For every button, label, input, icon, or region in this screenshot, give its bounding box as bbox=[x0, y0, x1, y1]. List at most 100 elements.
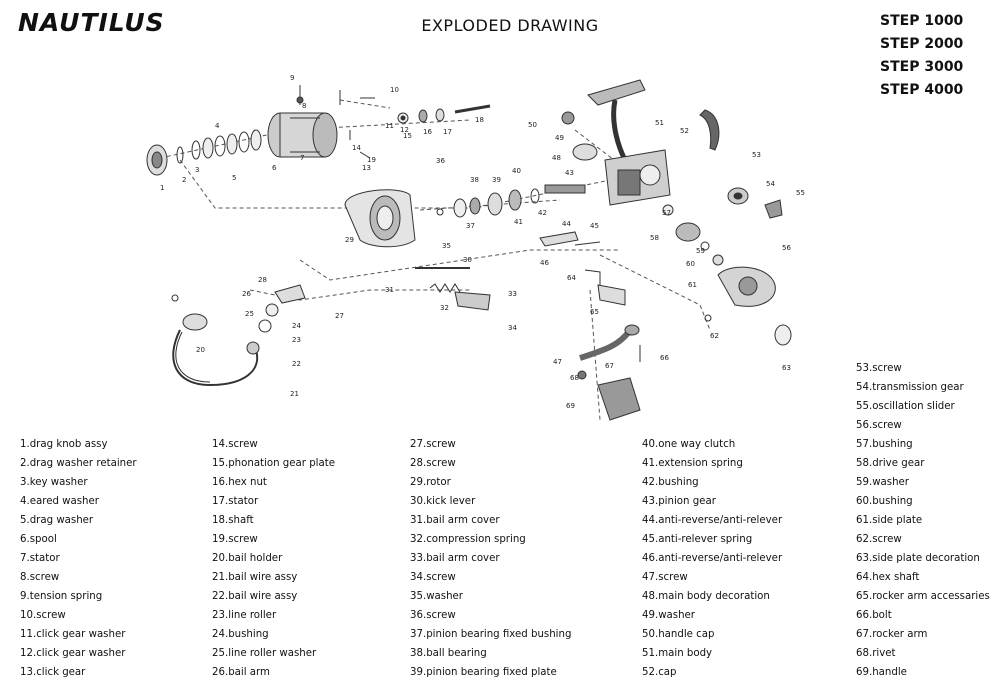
parts-list-column-5: 53.screw 54.transmission gear 55.oscilla… bbox=[856, 359, 990, 682]
parts-list-item: 1.drag knob assy bbox=[20, 439, 108, 450]
parts-list-item: 58.drive gear bbox=[856, 458, 925, 469]
parts-list-item: 27.screw bbox=[410, 439, 456, 450]
parts-list-item: 52.cap bbox=[642, 667, 677, 678]
part-callout-25: 25 bbox=[245, 310, 254, 318]
part-callout-19: 19 bbox=[367, 156, 376, 164]
spool bbox=[267, 112, 338, 158]
parts-list-item: 23.line roller bbox=[212, 610, 277, 621]
parts-list-item: 16.hex nut bbox=[212, 477, 267, 488]
assembly-guide-lines bbox=[159, 99, 711, 421]
drag-knob-assy bbox=[146, 144, 184, 176]
part-callout-30: 30 bbox=[463, 256, 472, 264]
parts-list-item: 19.screw bbox=[212, 534, 258, 545]
side-plate bbox=[704, 266, 792, 346]
part-callout-26: 26 bbox=[242, 290, 251, 298]
parts-list-item: 57.bushing bbox=[856, 439, 913, 450]
model-list: STEP 1000 STEP 2000 STEP 3000 STEP 4000 bbox=[880, 10, 963, 102]
rotor bbox=[344, 189, 416, 248]
part-callout-42: 42 bbox=[538, 209, 547, 217]
parts-list-item: 63.side plate decoration bbox=[856, 553, 980, 564]
bail-wire bbox=[172, 313, 260, 387]
part-callout-61: 61 bbox=[688, 281, 697, 289]
part-callout-40: 40 bbox=[512, 167, 521, 175]
spool-small-parts bbox=[296, 85, 491, 159]
part-callout-60: 60 bbox=[686, 260, 695, 268]
model-name: STEP 2000 bbox=[880, 36, 964, 52]
handle bbox=[577, 269, 641, 421]
parts-list-item: 6.spool bbox=[20, 534, 57, 545]
parts-list-item: 41.extension spring bbox=[642, 458, 743, 469]
part-callout-44: 44 bbox=[562, 220, 571, 228]
parts-list-item: 10.screw bbox=[20, 610, 66, 621]
part-callout-32: 32 bbox=[440, 304, 449, 312]
part-callout-48: 48 bbox=[552, 154, 561, 162]
part-callout-56: 56 bbox=[782, 244, 791, 252]
parts-list-item: 60.bushing bbox=[856, 496, 913, 507]
parts-list-item: 20.bail holder bbox=[212, 553, 283, 564]
pinion-assembly bbox=[436, 184, 586, 218]
part-callout-67: 67 bbox=[605, 362, 614, 370]
parts-list-column-1: 1.drag knob assy 2.drag washer retainer … bbox=[20, 435, 137, 682]
part-callout-55: 55 bbox=[796, 189, 805, 197]
parts-list-item: 31.bail arm cover bbox=[410, 515, 500, 526]
parts-list-item: 54.transmission gear bbox=[856, 382, 964, 393]
part-callout-54: 54 bbox=[766, 180, 775, 188]
exploded-drawing: 1234567891011121314151617181920212223242… bbox=[146, 74, 805, 421]
part-callout-46: 46 bbox=[540, 259, 549, 267]
part-callout-5: 5 bbox=[232, 174, 236, 182]
brand-logo: NAUTILUS bbox=[18, 8, 165, 37]
parts-list-item: 36.screw bbox=[410, 610, 456, 621]
part-callout-57: 57 bbox=[662, 209, 671, 217]
part-callout-35: 35 bbox=[442, 242, 451, 250]
parts-list-item: 53.screw bbox=[856, 363, 902, 374]
part-callout-24: 24 bbox=[292, 322, 301, 330]
parts-list-item: 4.eared washer bbox=[20, 496, 99, 507]
parts-list-item: 18.shaft bbox=[212, 515, 254, 526]
part-callout-21: 21 bbox=[290, 390, 299, 398]
parts-list-item: 64.hex shaft bbox=[856, 572, 920, 583]
parts-list-item: 49.washer bbox=[642, 610, 695, 621]
part-callout-37: 37 bbox=[466, 222, 475, 230]
part-callout-11: 11 bbox=[385, 122, 394, 130]
parts-list-item: 17.stator bbox=[212, 496, 259, 507]
parts-list-item: 22.bail wire assy bbox=[212, 591, 298, 602]
parts-list-item: 25.line roller washer bbox=[212, 648, 317, 659]
parts-list-item: 55.oscillation slider bbox=[856, 401, 955, 412]
parts-list-column-3: 27.screw 28.screw 29.rotor 30.kick lever… bbox=[410, 435, 571, 682]
part-callout-64: 64 bbox=[567, 274, 576, 282]
model-name: STEP 3000 bbox=[880, 59, 964, 75]
part-callout-49: 49 bbox=[555, 134, 564, 142]
parts-list-item: 67.rocker arm bbox=[856, 629, 928, 640]
part-callout-41: 41 bbox=[514, 218, 523, 226]
part-callout-39: 39 bbox=[492, 176, 501, 184]
part-callout-14: 14 bbox=[352, 144, 361, 152]
part-callout-31: 31 bbox=[385, 286, 394, 294]
part-callout-15: 15 bbox=[403, 132, 412, 140]
part-callout-4: 4 bbox=[215, 122, 220, 130]
parts-list-item: 28.screw bbox=[410, 458, 456, 469]
parts-list-item: 61.side plate bbox=[856, 515, 923, 526]
part-callout-13: 13 bbox=[362, 164, 371, 172]
part-callout-28: 28 bbox=[258, 276, 267, 284]
parts-list-item: 26.bail arm bbox=[212, 667, 270, 678]
parts-list-item: 33.bail arm cover bbox=[410, 553, 500, 564]
part-callout-34: 34 bbox=[508, 324, 517, 332]
parts-list-item: 65.rocker arm accessaries bbox=[856, 591, 990, 602]
part-callout-9: 9 bbox=[290, 74, 294, 82]
part-callout-50: 50 bbox=[528, 121, 537, 129]
parts-list-item: 29.rotor bbox=[410, 477, 451, 488]
part-callout-17: 17 bbox=[443, 128, 452, 136]
part-callout-33: 33 bbox=[508, 290, 517, 298]
parts-list-item: 44.anti-reverse/anti-relever bbox=[642, 515, 783, 526]
drag-washer-stack bbox=[191, 129, 262, 160]
parts-list-item: 7.stator bbox=[20, 553, 60, 564]
part-callout-23: 23 bbox=[292, 336, 301, 344]
parts-list-item: 35.washer bbox=[410, 591, 463, 602]
parts-list-item: 50.handle cap bbox=[642, 629, 715, 640]
parts-list-item: 30.kick lever bbox=[410, 496, 476, 507]
part-callout-10: 10 bbox=[390, 86, 399, 94]
main-body bbox=[561, 79, 720, 206]
parts-list-item: 15.phonation gear plate bbox=[212, 458, 336, 469]
parts-list-item: 43.pinion gear bbox=[642, 496, 716, 507]
